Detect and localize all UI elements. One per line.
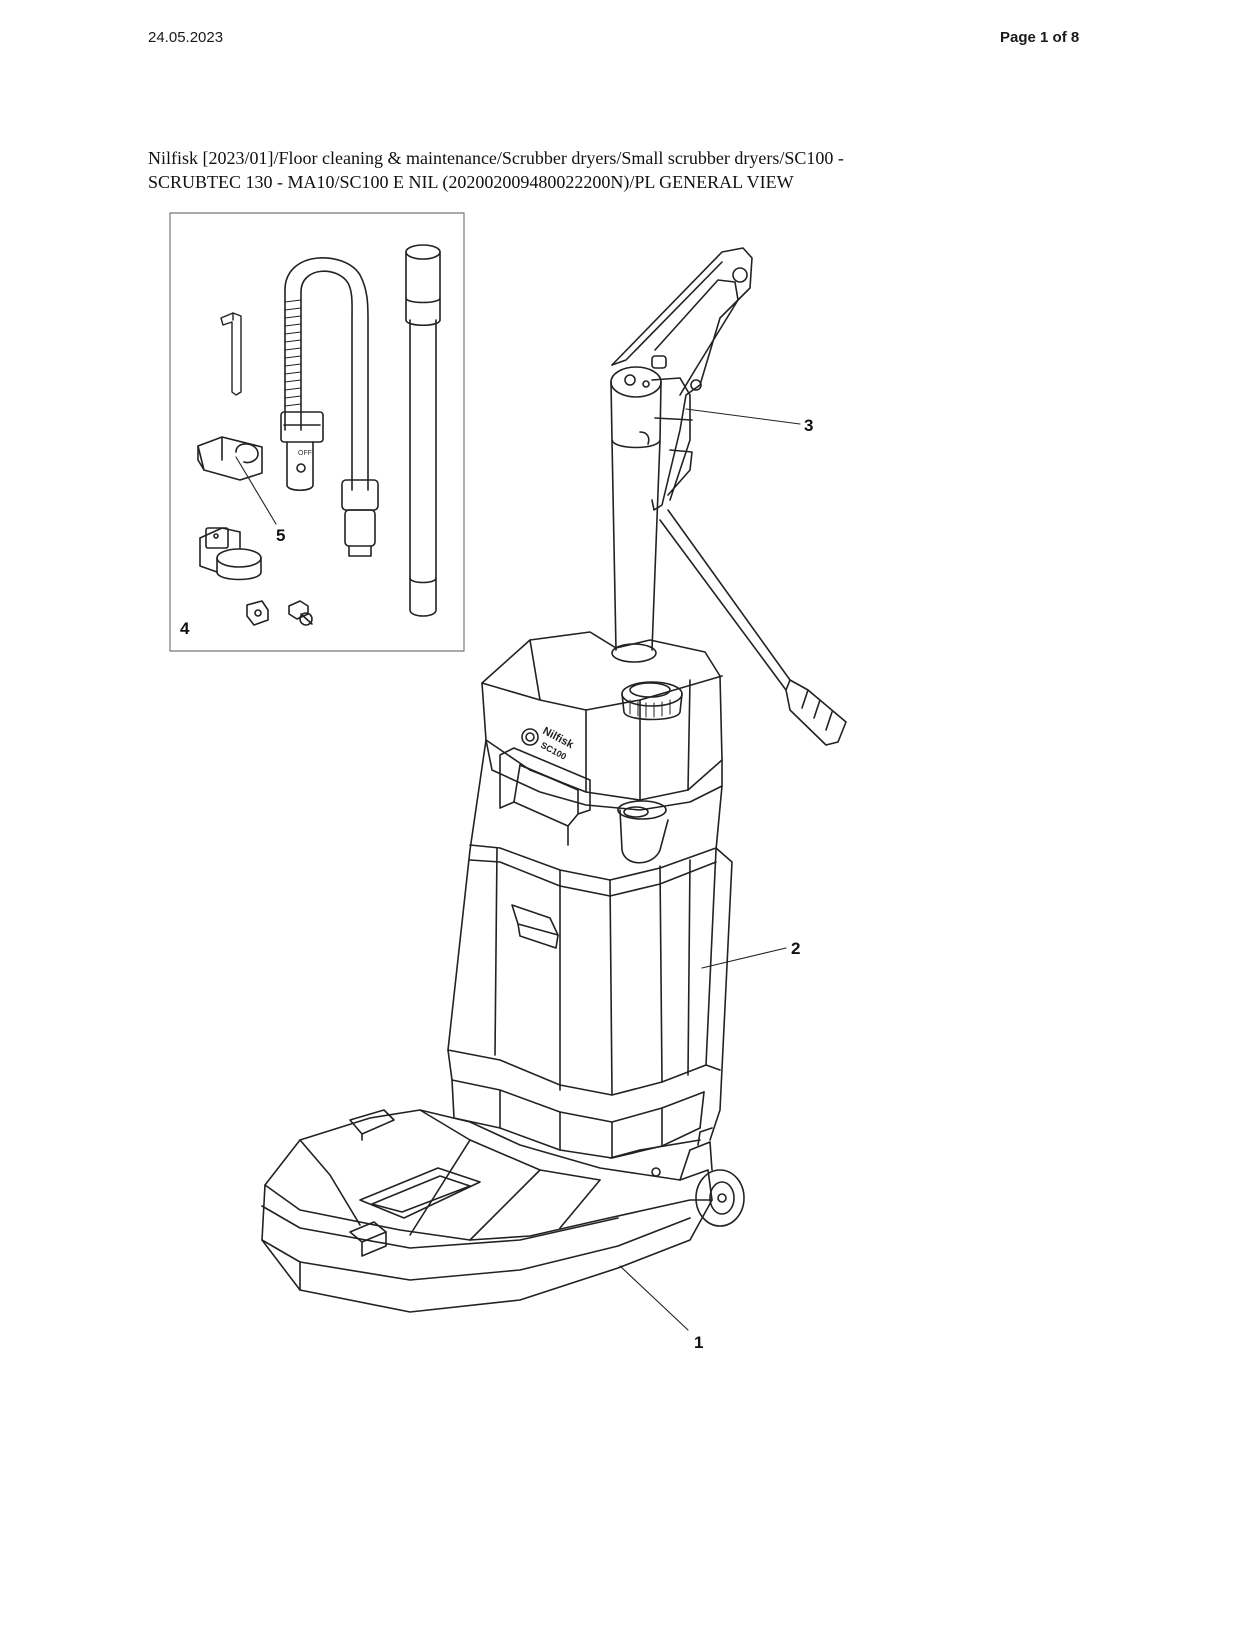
callout-3: 3 [804,416,813,435]
document-date: 24.05.2023 [148,29,224,46]
accessory-inset: OFF [169,212,465,652]
brush-deck [261,1109,745,1313]
screw-icon [288,600,313,626]
hose-bracket-icon [199,527,262,581]
extension-tube-icon [405,244,441,617]
callout-2: 2 [791,939,800,958]
path-line-1: Nilfisk [2023/01]/Floor cleaning & maint… [148,148,844,168]
recovery-tank [447,739,723,1159]
switch-label: OFF [298,450,312,457]
hex-key-icon [220,312,242,396]
page-number: Page 1 of 8 [1000,29,1080,46]
handle-assembly [610,247,753,651]
inset-frame [169,212,465,652]
carry-handle [499,747,591,846]
leader-line-3 [685,408,801,425]
top-cover [481,631,723,811]
callout-1: 1 [694,1333,703,1352]
brand-badge: Nilfisk SC100 [521,725,576,762]
rear-column [705,847,733,1141]
drain-hose-icon: OFF [280,257,379,557]
breadcrumb-path: Nilfisk [2023/01]/Floor cleaning & maint… [148,146,948,194]
path-line-2: SCRUBTEC 130 - MA10/SC100 E NIL (2020020… [148,172,794,192]
leader-line-2 [701,947,787,969]
callout-4: 4 [180,619,190,638]
scrubber-machine: Nilfisk SC100 [261,247,847,1352]
callout-5: 5 [276,526,285,545]
nut-icon [246,600,269,626]
leader-line-1 [619,1265,689,1331]
leader-line-5 [235,456,277,525]
power-cable [659,509,847,746]
clip-holder-icon [197,436,263,481]
